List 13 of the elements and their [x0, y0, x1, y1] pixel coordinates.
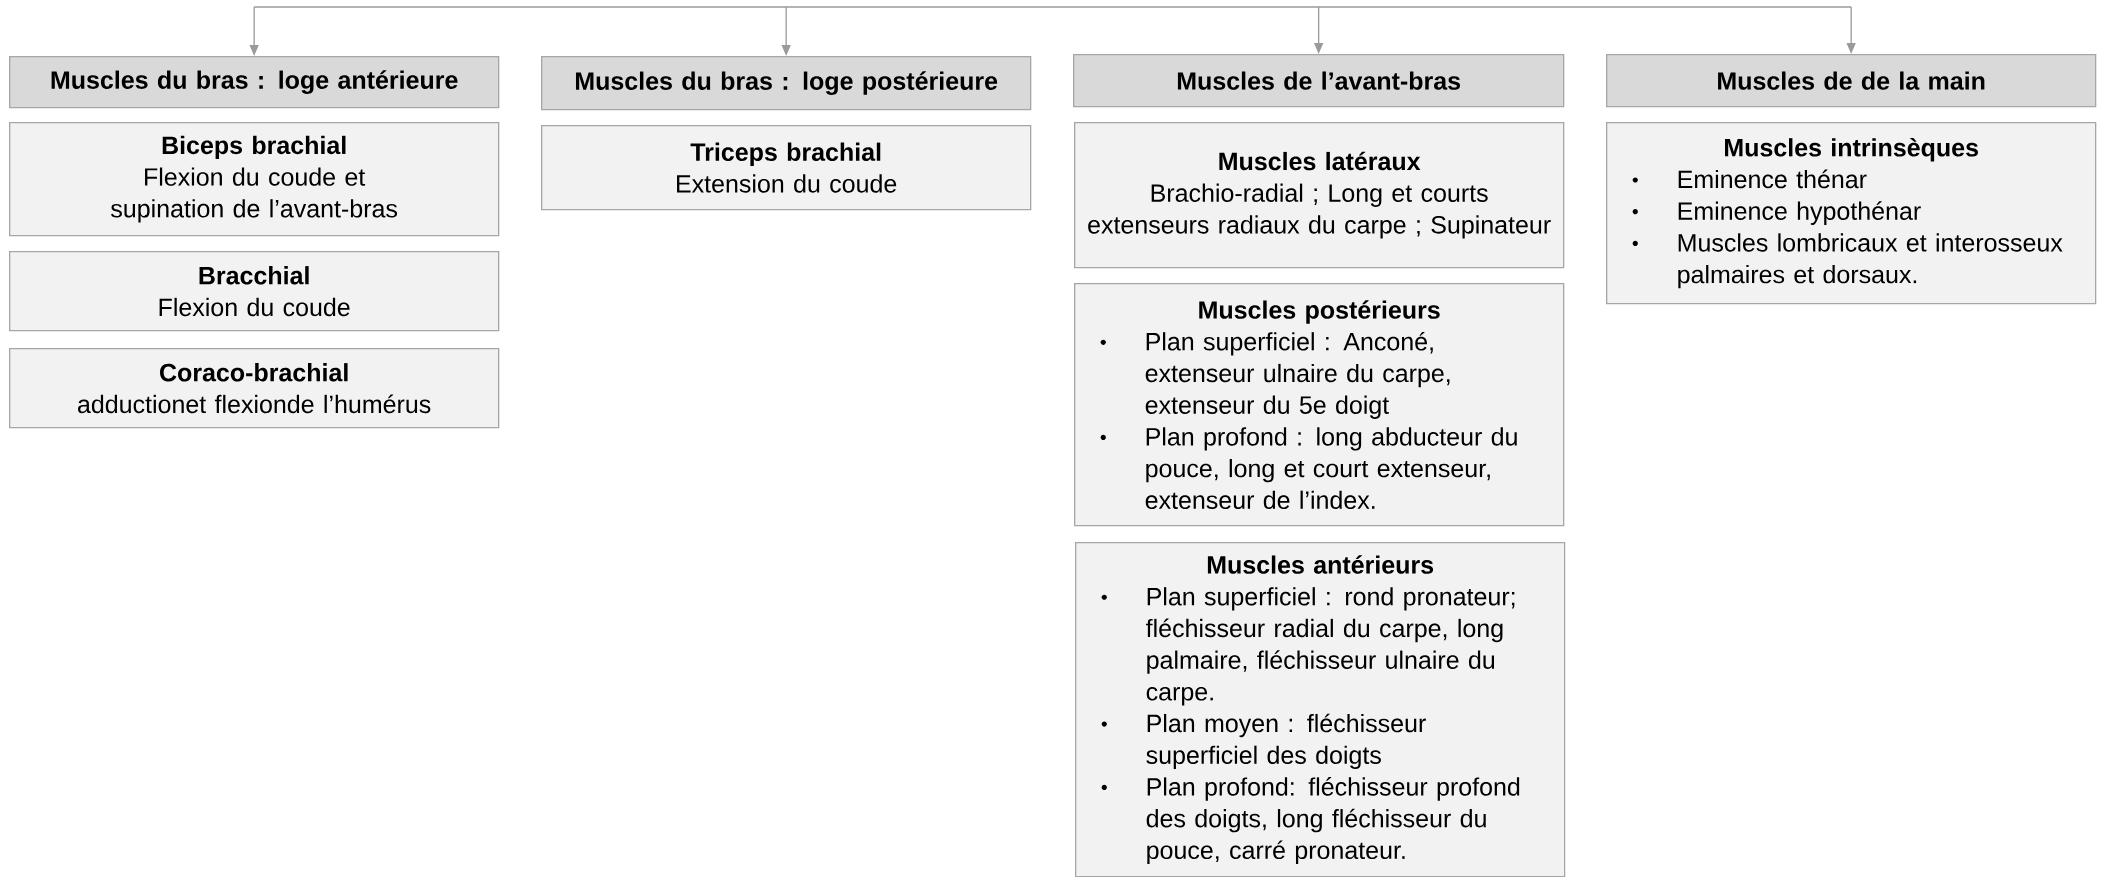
muscle-box: Triceps brachial Extension du coude: [541, 125, 1032, 211]
muscle-box: Coraco-brachial adductionet flexionde l’humérus: [9, 348, 500, 429]
muscle-box: Muscles latéraux Brachio-radial ; Long et courts extenseurs radiaux du carpe ; Supinateur: [1074, 122, 1565, 269]
muscle-box: Biceps brachial Flexion du coude et supination de l’avant-bras: [9, 122, 500, 237]
muscle-box: Muscles intrinsèques Eminence thénar Eminence hypothénar Muscles lombricaux et interosseux palmaires et dorsaux.: [1606, 122, 2097, 305]
muscle-box: Muscles antérieurs Plan superficiel : rond pronateur; fléchisseur radial du carpe, long palmaire, fléchisseur ulnaire du carpe. Plan moyen : fléchisseur superficiel des doigts Plan profond: fléchisseur profond des doigts, long fléchisseur du pouce, carré pronateur.: [1075, 542, 1566, 877]
connector-line: [253, 6, 1852, 8]
muscle-box: Bracchial Flexion du coude: [9, 251, 500, 332]
category-header: Muscles du bras : loge antérieure: [9, 56, 500, 109]
category-header: Muscles de l’avant-bras: [1073, 54, 1565, 108]
category-header: Muscles de de la main: [1606, 54, 2097, 108]
muscle-box: Muscles postérieurs Plan superficiel : Anconé, extenseur ulnaire du carpe, extenseur du 5e doigt Plan profond : long abducteur du pouce, long et court extenseur, extenseur de l’index.: [1074, 283, 1565, 527]
category-header: Muscles du bras : loge postérieure: [541, 56, 1032, 111]
